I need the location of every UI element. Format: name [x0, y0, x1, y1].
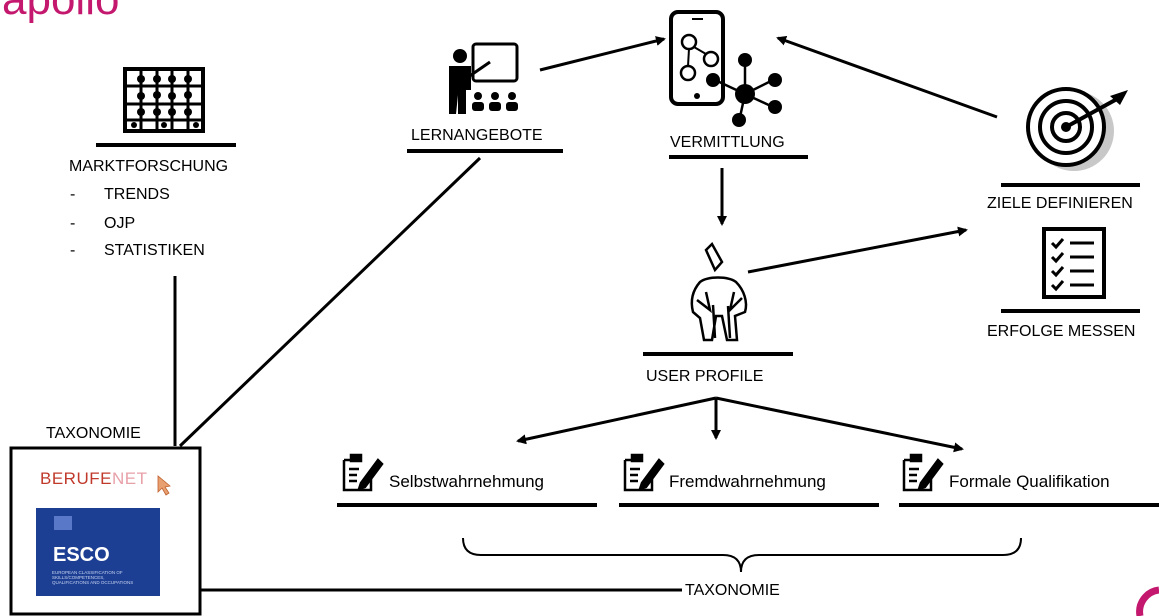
logo-text: apollo	[2, 0, 119, 24]
logo-fragment-circle	[1136, 586, 1159, 616]
eu-flag-icon	[54, 516, 72, 530]
brace	[462, 537, 1022, 573]
edit-document-icon	[623, 453, 665, 492]
arrow-lernangebote-vermittlung	[539, 36, 666, 72]
connectors	[173, 36, 1022, 592]
edit-document-icon	[902, 453, 944, 492]
checklist-icon	[1042, 227, 1106, 299]
user-profile-label: USER PROFILE	[646, 368, 764, 385]
berufenet-logo: BERUFENET	[40, 469, 148, 488]
cursor-icon	[157, 475, 171, 496]
lernangebote-label: LERNANGEBOTE	[411, 127, 543, 144]
esco-title: ESCO	[53, 544, 110, 566]
smartphone-network-icon	[669, 10, 782, 127]
teacher-presentation-icon	[449, 42, 519, 114]
selbst-label: Selbstwahrnehmung	[389, 472, 544, 491]
erfolge-label: ERFOLGE MESSEN	[987, 323, 1136, 340]
esco-subtitle-3: QUALIFICATIONS AND OCCUPATIONS	[52, 580, 134, 585]
apollo-logo: apollo	[2, 0, 119, 24]
formal-label: Formale Qualifikation	[949, 472, 1110, 491]
taxonomie-left-label: TAXONOMIE	[46, 425, 141, 442]
taxonomie-bottom-label: TAXONOMIE	[685, 582, 780, 599]
arrow-user-selbst	[516, 396, 717, 445]
abacus-icon	[123, 67, 205, 133]
vermittlung-label: VERMITTLUNG	[670, 134, 785, 151]
arrow-user-ziele	[747, 226, 968, 274]
esco-logo: ESCO EUROPEAN CLASSIFICATION OF SKILLS/C…	[36, 508, 160, 596]
target-arrow-icon	[1026, 87, 1128, 171]
edit-document-icon	[342, 453, 384, 492]
arrow-ziele-vermittlung	[776, 36, 998, 119]
fremd-label: Fremdwahrnehmung	[669, 472, 826, 491]
list-item: -OJP	[70, 215, 136, 232]
list-item: -STATISTIKEN	[70, 242, 205, 259]
ziele-label: ZIELE DEFINIEREN	[987, 195, 1133, 212]
esco-subtitle-1: EUROPEAN CLASSIFICATION OF	[52, 570, 123, 575]
user-figure-icon	[690, 241, 748, 342]
arrow-user-formal	[715, 396, 964, 453]
list-item: -TRENDS	[70, 186, 170, 203]
marktforschung-title: MARKTFORSCHUNG	[69, 158, 229, 175]
taxonomie-box	[9, 446, 202, 616]
line-lern-taxonomie	[178, 156, 482, 448]
esco-subtitle-2: SKILLS/COMPETENCES,	[52, 575, 105, 580]
